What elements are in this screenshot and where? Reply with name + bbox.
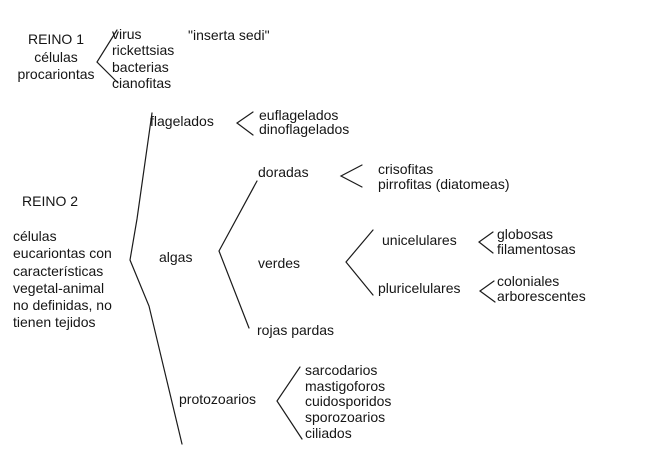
- taxon-item: pirrofitas (diatomeas): [378, 176, 510, 192]
- reino1-block: REINO 1 células procariontas: [8, 31, 104, 84]
- taxon-item: rickettsias: [112, 42, 175, 59]
- reino1-children-list: virus rickettsias bacterias cianofitas: [112, 26, 174, 92]
- inserta-sedi-annotation: "inserta sedi": [188, 27, 270, 43]
- taxon-item: euflagelados: [259, 107, 339, 123]
- verdes-brace: [345, 229, 374, 296]
- reino2-description-line: tienen tejidos: [13, 314, 96, 331]
- verdes-label: verdes: [258, 255, 301, 271]
- reino2-description: células eucariontas con características …: [13, 228, 112, 332]
- taxon-item: bacterias: [112, 58, 169, 75]
- taxon-item: coloniales: [497, 273, 560, 289]
- taxon-item: filamentosas: [497, 240, 576, 257]
- taxon-item: cuidosporidos: [305, 393, 392, 410]
- doradas-label: doradas: [258, 164, 309, 180]
- pluricelulares-brace: [478, 280, 496, 303]
- algas-brace: [218, 180, 258, 329]
- taxon-item: arborescentes: [497, 288, 586, 304]
- pluricelulares-children-list: coloniales arborescentes: [497, 274, 586, 304]
- protozoarios-children-list: sarcodarios mastigoforos cuidosporidos s…: [305, 362, 392, 442]
- taxon-item: sporozoarios: [305, 409, 386, 426]
- reino2-description-line: eucariontas con: [13, 245, 112, 262]
- unicelulares-children-list: globosas filamentosas: [497, 227, 576, 256]
- flagelados-children-list: euflagelados dinoflagelados: [259, 108, 349, 137]
- protozoarios-label: protozoarios: [179, 391, 257, 407]
- taxon-item: mastigoforos: [305, 377, 386, 394]
- reino1-description-line: procariontas: [17, 66, 95, 82]
- reino2-description-line: células: [13, 228, 57, 244]
- pluricelulares-label: pluricelulares: [378, 280, 461, 296]
- doradas-brace: [339, 164, 363, 188]
- taxon-item: sarcodarios: [305, 362, 378, 378]
- reino2-brace: [129, 112, 183, 445]
- reino2-description-line: vegetal-animal: [13, 279, 105, 296]
- reino1-title: REINO 1: [27, 31, 84, 47]
- reino2-description-line: características: [13, 262, 104, 279]
- flagelados-brace: [235, 111, 254, 136]
- reino1-description-line: células: [34, 48, 78, 65]
- reino2-description-line: no definidas, no: [13, 297, 112, 314]
- reino2-title: REINO 2: [22, 193, 79, 209]
- taxon-item: ciliados: [305, 424, 352, 441]
- taxon-item: virus: [112, 26, 142, 42]
- unicelulares-brace: [477, 231, 494, 254]
- protozoarios-brace: [276, 366, 303, 440]
- unicelulares-label: unicelulares: [382, 232, 457, 248]
- taxon-item: dinoflagelados: [259, 121, 350, 138]
- taxon-item: crisofitas: [378, 161, 434, 177]
- taxon-item: globosas: [497, 226, 554, 242]
- rojas-pardas-label: rojas pardas: [257, 322, 335, 338]
- reino1-brace: [96, 29, 119, 84]
- doradas-children-list: crisofitas pirrofitas (diatomeas): [378, 162, 510, 192]
- algas-label: algas: [159, 249, 193, 265]
- flagelados-label: flagelados: [150, 113, 214, 129]
- taxon-item: cianofitas: [112, 75, 172, 92]
